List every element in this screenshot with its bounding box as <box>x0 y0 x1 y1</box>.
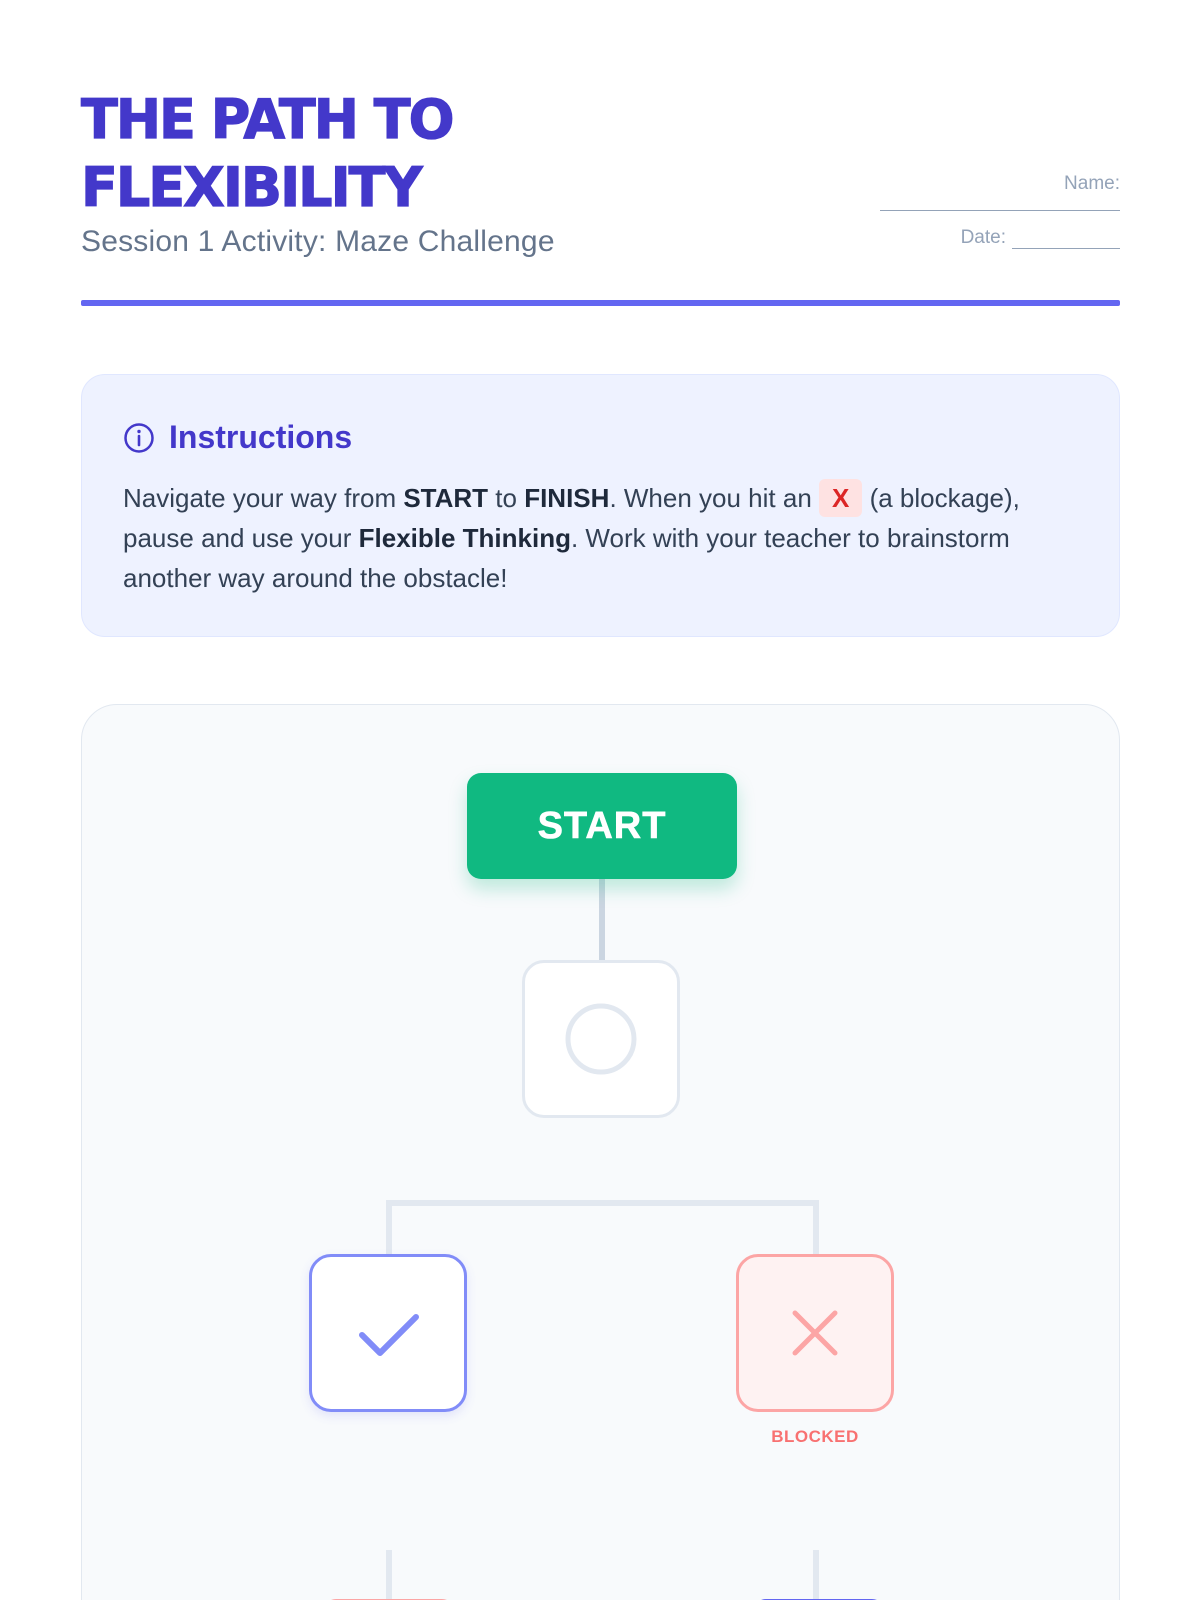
start-word: START <box>403 483 489 513</box>
blocked-label: BLOCKED <box>771 1427 859 1446</box>
name-field[interactable] <box>880 197 1120 211</box>
flexible-thinking-word: Flexible Thinking <box>358 523 571 553</box>
instr-text-part: . Work with your teacher to brainstorm a… <box>123 523 1010 593</box>
info-icon <box>124 422 154 453</box>
start-node[interactable]: START <box>467 773 737 879</box>
check-icon <box>359 1314 419 1356</box>
instr-text-part: (a blockage), pause and use your <box>123 483 1020 553</box>
instr-text-part: . When you hit an <box>609 483 819 513</box>
name-date-fields: Name: Date: <box>880 173 1120 249</box>
maze-node-blocked[interactable] <box>736 1254 894 1412</box>
worksheet-header: THE PATH TO FLEXIBILITY Session 1 Activi… <box>80 86 1120 259</box>
name-label: Name: <box>1064 173 1120 194</box>
date-label: Date: <box>960 227 1006 248</box>
finish-word: FINISH <box>524 483 610 513</box>
connector-branch <box>386 1200 819 1255</box>
instr-text-part: Navigate your way from <box>123 483 404 513</box>
x-icon <box>792 1310 838 1356</box>
instructions-title: Instructions <box>169 419 353 455</box>
page-subtitle: Session 1 Activity: Maze Challenge <box>81 225 555 258</box>
instructions-box: Instructions Navigate your way from STAR… <box>81 374 1120 637</box>
maze-node-circle[interactable] <box>522 960 680 1118</box>
maze-connectors <box>386 879 819 1600</box>
page-title: THE PATH TO FLEXIBILITY <box>80 87 455 219</box>
instr-text-part: to <box>488 483 525 513</box>
maze-panel: START BLOCKED <box>81 704 1120 1600</box>
circle-icon <box>565 1003 637 1075</box>
date-field[interactable] <box>1012 231 1120 249</box>
instructions-text: Navigate your way from START to FINISH. … <box>123 478 1079 598</box>
x-symbol-badge: X <box>819 479 863 517</box>
header-divider <box>81 300 1120 306</box>
maze-node-open[interactable] <box>309 1254 467 1412</box>
